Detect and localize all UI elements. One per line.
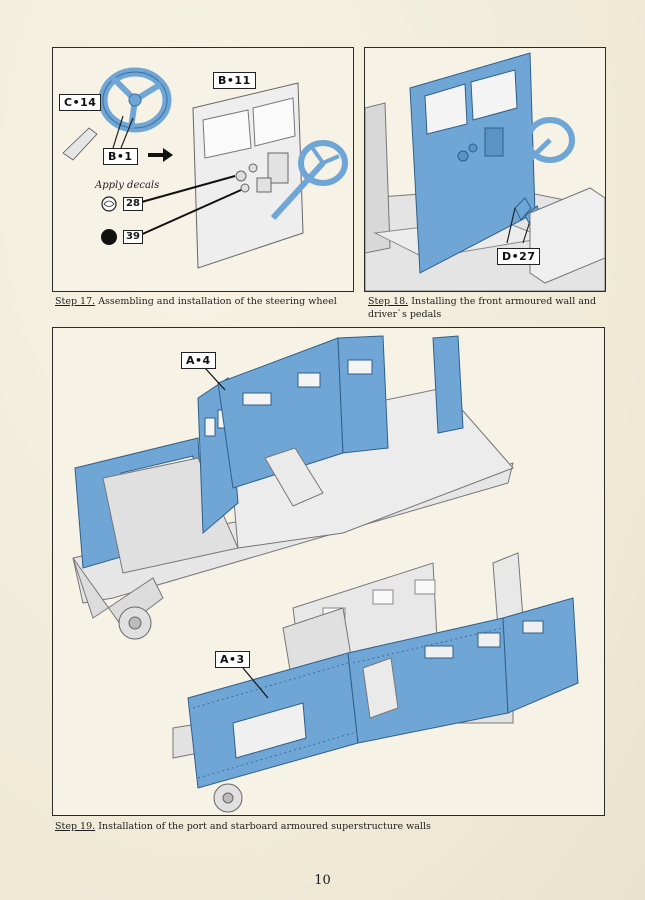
decal-number-39: 39 xyxy=(123,230,143,244)
step18-number: Step 18. xyxy=(368,296,409,307)
step17-text: Assembling and installation of the steer… xyxy=(95,296,337,307)
step18-caption: Step 18. Installing the front armoured w… xyxy=(368,295,608,321)
front-wall-b11 xyxy=(192,82,304,269)
part-label-a3: A•3 xyxy=(215,651,250,668)
steering-wheel-installed xyxy=(270,140,348,221)
page-number: 10 xyxy=(314,873,331,888)
step18-text: Installing the front armoured wall and d… xyxy=(368,296,597,320)
steering-wheel-b1 xyxy=(98,67,172,133)
lower-assembly xyxy=(172,552,579,813)
decal-title: Apply decals xyxy=(95,180,160,191)
part-label-b11: B•11 xyxy=(213,72,256,89)
step17-caption: Step 17. Assembling and installation of … xyxy=(55,295,355,308)
step18-panel: D•27 xyxy=(364,47,606,292)
step19-number: Step 19. xyxy=(55,821,96,832)
part-label-c14: C•14 xyxy=(59,94,102,111)
part-label-d27: D•27 xyxy=(497,248,541,265)
decal-number-28: 28 xyxy=(123,197,143,211)
step17-number: Step 17. xyxy=(55,296,96,307)
part-label-b1: B•1 xyxy=(103,148,138,165)
part-label-a4: A•4 xyxy=(181,352,216,369)
step19-panel: A•4 A•3 xyxy=(52,327,605,816)
step19-text: Installation of the port and starboard a… xyxy=(95,821,431,832)
step17-panel: C•14 B•11 B•1 Apply decals 28 39 xyxy=(52,47,354,292)
step17-illustration xyxy=(62,67,348,269)
step19-caption: Step 19. Installation of the port and st… xyxy=(55,820,605,833)
step18-illustration xyxy=(365,52,605,291)
step19-illustration xyxy=(72,335,579,813)
upper-assembly xyxy=(72,335,514,640)
